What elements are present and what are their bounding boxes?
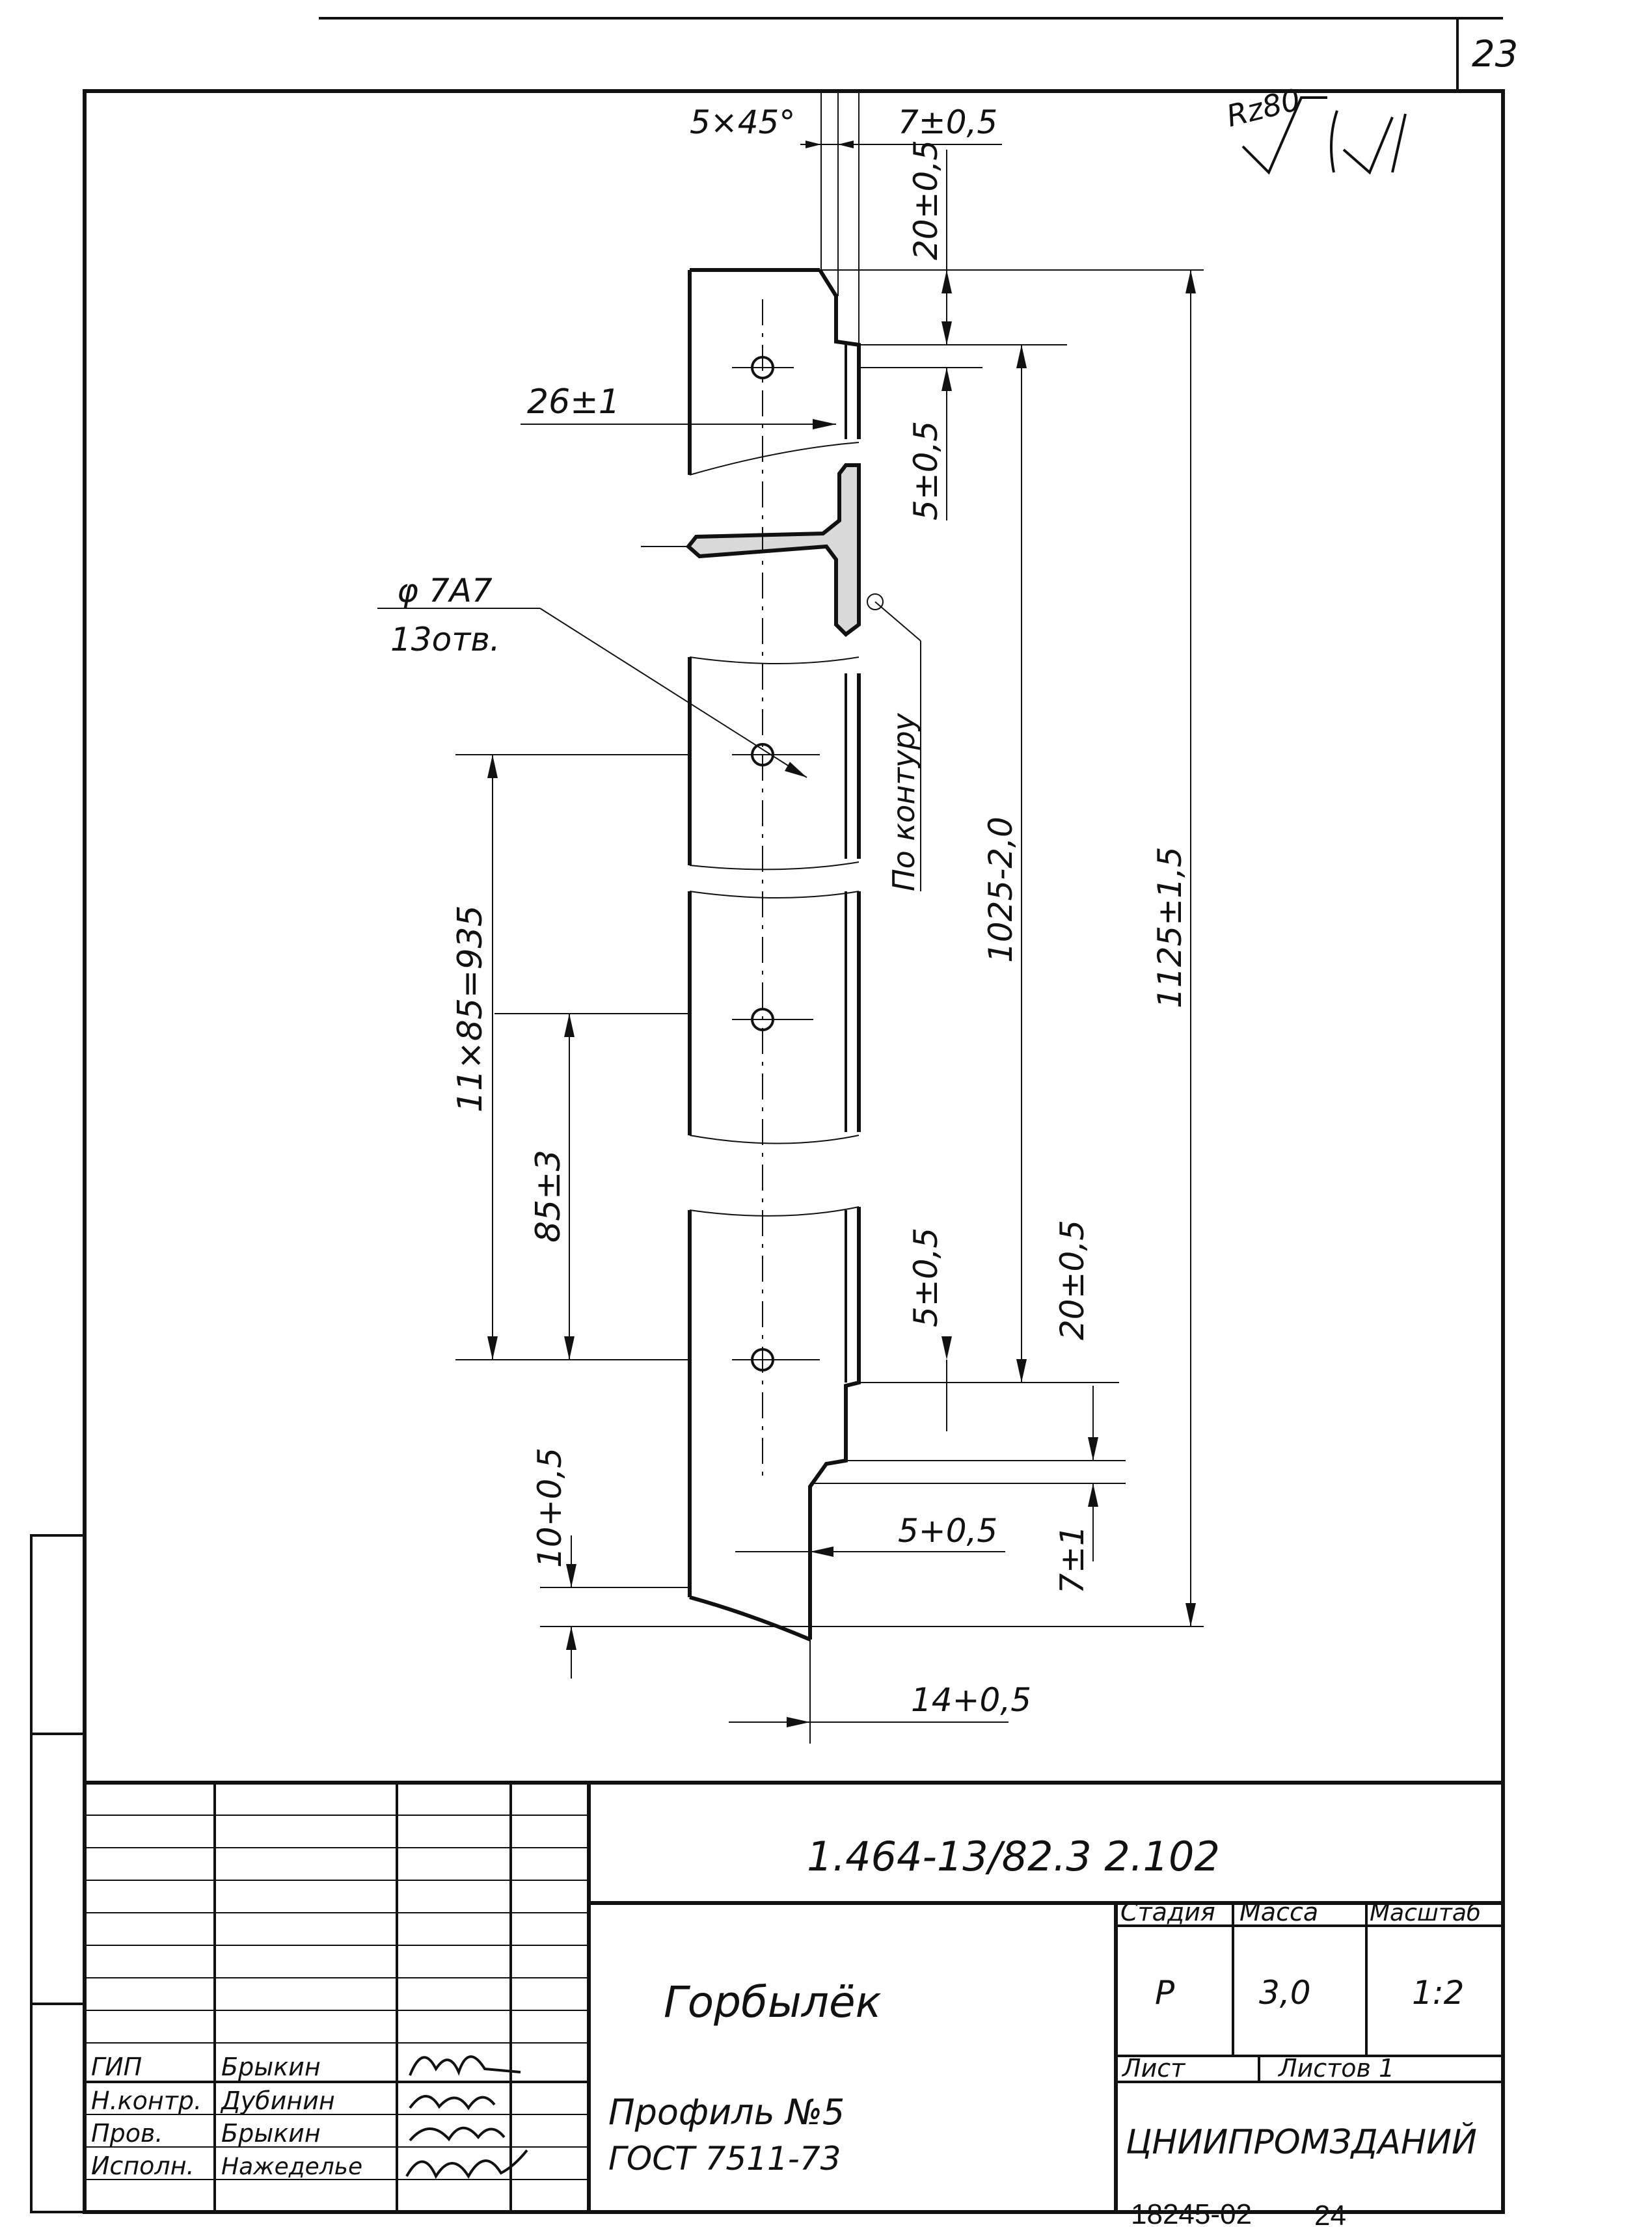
dim-hole: φ 7А7 <box>397 572 493 610</box>
name-3: Нажеделье <box>221 2153 362 2180</box>
dim-bottom-lip: 5±0,5 <box>907 1228 945 1327</box>
dim-bottom-offset: 7±1 <box>1053 1525 1091 1594</box>
note-contour: По контуру <box>886 712 921 891</box>
dim-flange-width: 26±1 <box>527 383 620 422</box>
role-0: ГИП <box>91 2053 142 2081</box>
footer-code: 18245-02 <box>1131 2198 1252 2227</box>
dim-overall-length: 1125±1,5 <box>1151 846 1189 1008</box>
title-block <box>83 1781 1505 2214</box>
dim-hole-pitch: 85±3 <box>529 1150 568 1243</box>
organization: ЦНИИПРОМЗДАНИЙ <box>1126 2122 1477 2162</box>
material-line-1: Профиль №5 <box>608 2092 845 2133</box>
mass-header: Масса <box>1239 1898 1318 1926</box>
sheet-label: Лист <box>1121 2054 1186 2083</box>
holes <box>732 299 820 1477</box>
dim-hole-spacing-total: 11×85=935 <box>451 905 490 1113</box>
profile-section <box>685 463 861 637</box>
role-1: Н.контр. <box>91 2086 202 2115</box>
footer-page: 24 <box>1314 2200 1346 2227</box>
signatures <box>405 2055 528 2180</box>
dimension-arrows <box>487 141 1196 1727</box>
name-0: Брыкин <box>221 2053 321 2081</box>
stage-header: Стадия <box>1120 1898 1215 1926</box>
scale-header: Масштаб <box>1370 1900 1481 1926</box>
dim-bottom-width: 14+0,5 <box>911 1681 1031 1719</box>
dim-top-lip: 5±0,5 <box>907 421 945 520</box>
stage-value: Р <box>1155 1974 1175 2012</box>
dim-bottom-chamfer: 5+0,5 <box>898 1512 997 1550</box>
material-line-2: ГОСТ 7511-73 <box>608 2140 841 2178</box>
dimension-lines <box>377 91 1204 1744</box>
name-2: Брыкин <box>221 2119 321 2148</box>
mass-value: 3,0 <box>1259 1974 1311 2012</box>
dim-hole-count: 13отв. <box>390 621 500 658</box>
dim-bottom-step: 20±0,5 <box>1053 1220 1091 1340</box>
scale-value: 1:2 <box>1412 1974 1464 2012</box>
name-1: Дубинин <box>220 2086 335 2115</box>
page-number: 23 <box>1472 33 1518 75</box>
sheets-label: Листов 1 <box>1277 2054 1394 2083</box>
document-code: 1.464-13/82.3 2.102 <box>807 1833 1220 1880</box>
dim-top-offset: 7±0,5 <box>898 103 997 141</box>
role-2: Пров. <box>91 2119 163 2148</box>
part-outline <box>641 268 861 1641</box>
part-name: Горбылёк <box>664 1977 882 2027</box>
role-3: Исполн. <box>91 2152 195 2180</box>
sheet-frame <box>30 17 1505 2214</box>
dim-bottom-end: 10+0,5 <box>531 1448 569 1568</box>
dim-inner-length: 1025-2,0 <box>982 817 1020 963</box>
roughness-mark: Rz80 <box>1223 82 1407 175</box>
dim-chamfer: 5×45° <box>690 103 795 141</box>
dim-top-step: 20±0,5 <box>907 140 945 260</box>
